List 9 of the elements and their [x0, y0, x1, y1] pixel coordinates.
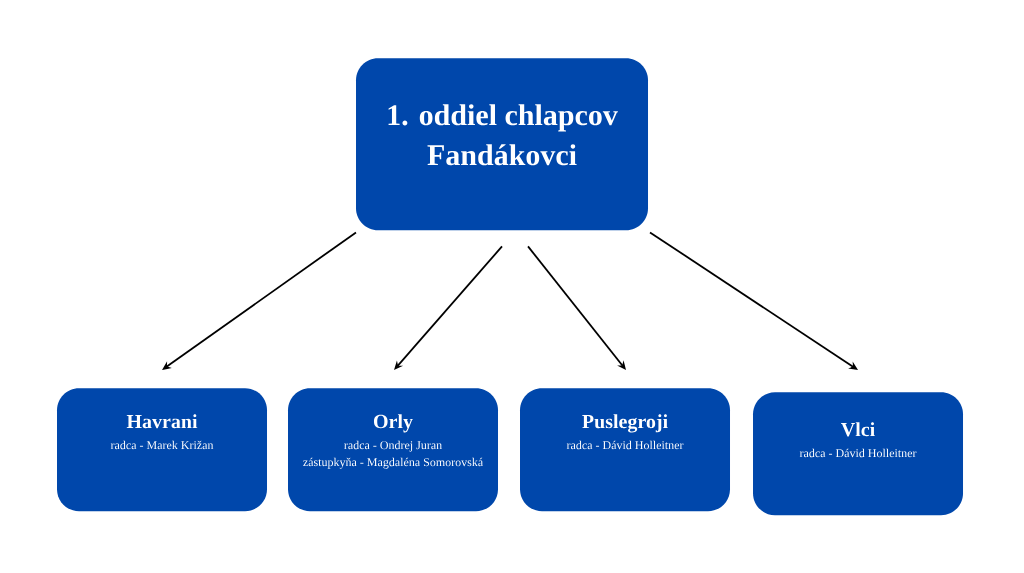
group-box: Puslegroji radca - Dávid Holleitner	[520, 388, 730, 512]
arrow	[162, 231, 357, 370]
group-box: Havrani radca - Marek Križan	[57, 388, 267, 512]
title-box: 1. oddiel chlapcov Fandákovci	[356, 58, 648, 231]
arrow	[527, 245, 626, 370]
group-box: Vlci radca - Dávid Holleitner	[753, 392, 963, 516]
group-box: Orly radca - Ondrej Juran zástupkyňa - Magdaléna Somorovská	[288, 388, 498, 512]
arrow	[394, 245, 503, 370]
arrow	[649, 231, 858, 370]
